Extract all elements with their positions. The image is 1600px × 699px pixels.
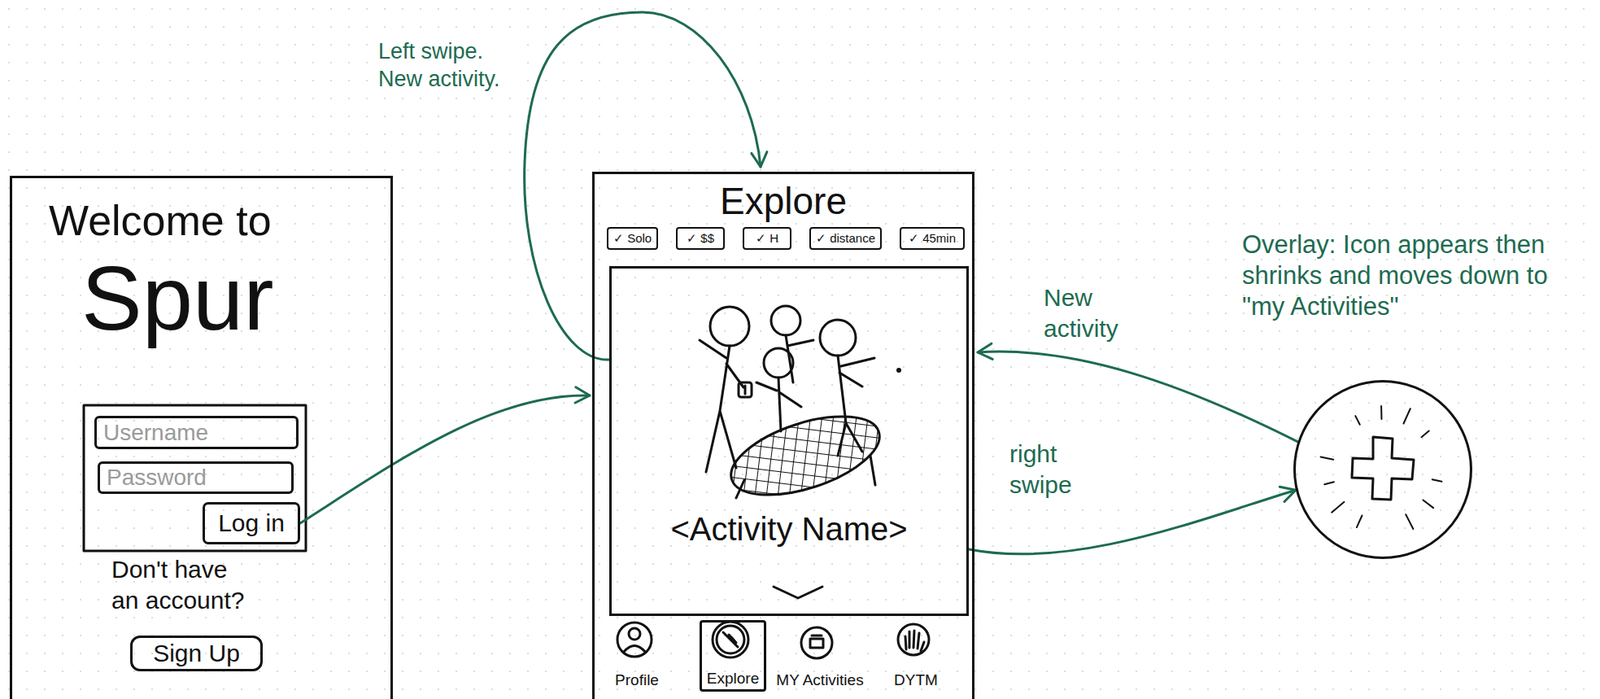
- arrow-head: [575, 387, 590, 403]
- motion-dash: [1405, 514, 1413, 529]
- overlay-note: Overlay: Icon appears then shrinks and m…: [1242, 229, 1592, 322]
- edge-label: right swipe: [1007, 437, 1126, 501]
- username-field: Username: [94, 415, 299, 450]
- node-label: Profile: [614, 671, 659, 689]
- signup-button: Sign Up: [130, 635, 263, 672]
- motion-dash: [1403, 408, 1411, 423]
- motion-dash: [1356, 514, 1363, 528]
- node-label: Explore: [706, 669, 759, 688]
- password-field: Password: [97, 461, 294, 494]
- nav-item: MY Activities: [769, 623, 871, 691]
- node-label: ✓ H: [755, 231, 779, 246]
- chevron-down: [773, 586, 823, 598]
- filter-chip: ✓ 45min: [899, 226, 965, 250]
- welcome-text: Welcome to: [48, 196, 272, 245]
- add-activity-circle: Overlay: Icon appears then shrinks and m…: [1293, 379, 1473, 559]
- node-label: ✓ distance: [815, 231, 876, 246]
- motion-dash: [1421, 430, 1430, 437]
- arrow-head: [977, 343, 993, 359]
- hand-icon: [898, 623, 929, 655]
- edge-label: New activity: [1041, 281, 1169, 345]
- motion-dash: [1380, 405, 1383, 419]
- filter-chip: ✓ H: [742, 226, 792, 250]
- filter-chip: ✓ distance: [809, 226, 882, 250]
- connector-line: [977, 351, 1298, 442]
- motion-dash: [1432, 479, 1443, 481]
- node-label: MY Activities: [776, 671, 864, 689]
- activity-name: <Activity Name>: [611, 510, 967, 548]
- login-form-box: [83, 405, 306, 551]
- motion-dash: [1355, 415, 1360, 425]
- node-label: DYTM: [893, 671, 938, 689]
- app-name: Spur: [81, 252, 275, 345]
- nav-item: Profile: [609, 620, 665, 691]
- motion-dash: [1320, 457, 1335, 460]
- motion-dash: [1422, 499, 1434, 508]
- plus-icon: [1320, 405, 1443, 529]
- flow-arrow: [300, 387, 590, 524]
- node-label: ✓ $$: [686, 231, 715, 246]
- ping-pong-table: [721, 401, 889, 511]
- compass-icon: [712, 621, 749, 658]
- activities-icon: [801, 627, 833, 659]
- node-label: Sign Up: [152, 639, 240, 668]
- explore-screen: Explore ✓ Solo ✓ $$ ✓ H ✓ distance ✓ 45min <Ac…: [592, 171, 975, 699]
- login-button: Log in: [202, 501, 301, 545]
- edge-label: Left swipe. New activity.: [375, 37, 519, 95]
- profile-icon: [617, 622, 652, 657]
- filter-chip: ✓ $$: [675, 226, 725, 250]
- connector-line: [300, 395, 590, 524]
- node-label: ✓ Solo: [613, 231, 652, 246]
- node-label: Username: [103, 419, 209, 446]
- motion-dash: [1324, 481, 1335, 484]
- screen-title: Explore: [594, 178, 973, 223]
- activity-card: <Activity Name>: [609, 265, 969, 616]
- nav-item-active: Explore: [699, 619, 767, 692]
- filter-chip: ✓ Solo: [606, 226, 659, 250]
- motion-dash: [1331, 501, 1344, 513]
- arrow-head: [1279, 486, 1296, 502]
- login-screen: Welcome to SpurDon't have an account? User…: [9, 175, 393, 699]
- flow-arrow: [977, 343, 1298, 442]
- node-label: Log in: [217, 509, 285, 537]
- node-label: Password: [106, 464, 207, 491]
- nav-item: DYTM: [889, 622, 943, 691]
- signup-prompt: Don't have an account?: [111, 553, 254, 615]
- node-label: ✓ 45min: [908, 231, 956, 246]
- arrow-head: [751, 152, 768, 167]
